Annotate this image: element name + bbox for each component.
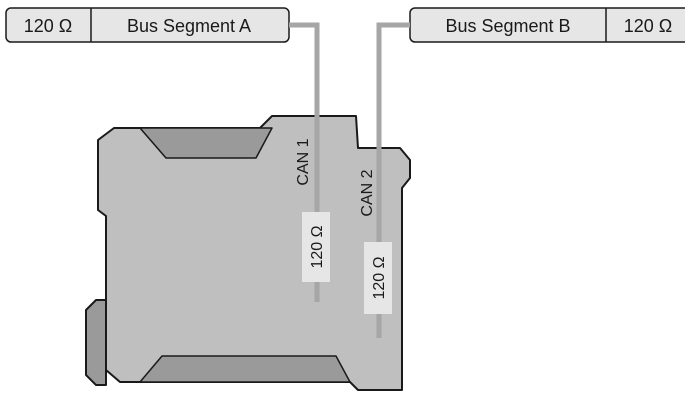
device-housing — [85, 115, 411, 391]
din-rail-clip — [85, 299, 107, 386]
can2-label: CAN 2 — [359, 169, 376, 216]
can2-resistor-box — [364, 242, 392, 314]
can1-cable — [289, 22, 320, 302]
can2-cable — [376, 22, 410, 338]
can2-resistor: 120 Ω — [364, 242, 392, 314]
can1-resistor-box — [302, 212, 330, 282]
can2-resistor-label: 120 Ω — [371, 256, 388, 299]
bottom-vent — [139, 355, 351, 383]
bus-segment-b: Bus Segment B 120 Ω — [409, 7, 685, 43]
can2-cable-line — [376, 22, 410, 338]
can1-cable-line — [289, 22, 320, 302]
bus-segment-a-resistor: 120 Ω — [24, 16, 73, 36]
can1-resistor: 120 Ω — [302, 212, 330, 282]
bus-segment-a-label: Bus Segment A — [127, 16, 251, 36]
bus-segment-a: 120 Ω Bus Segment A — [5, 7, 290, 43]
top-vent — [139, 127, 273, 159]
bus-segment-b-resistor: 120 Ω — [624, 16, 673, 36]
can1-resistor-label: 120 Ω — [309, 225, 326, 268]
bus-segment-b-label: Bus Segment B — [445, 16, 570, 36]
can1-label: CAN 1 — [295, 138, 312, 185]
